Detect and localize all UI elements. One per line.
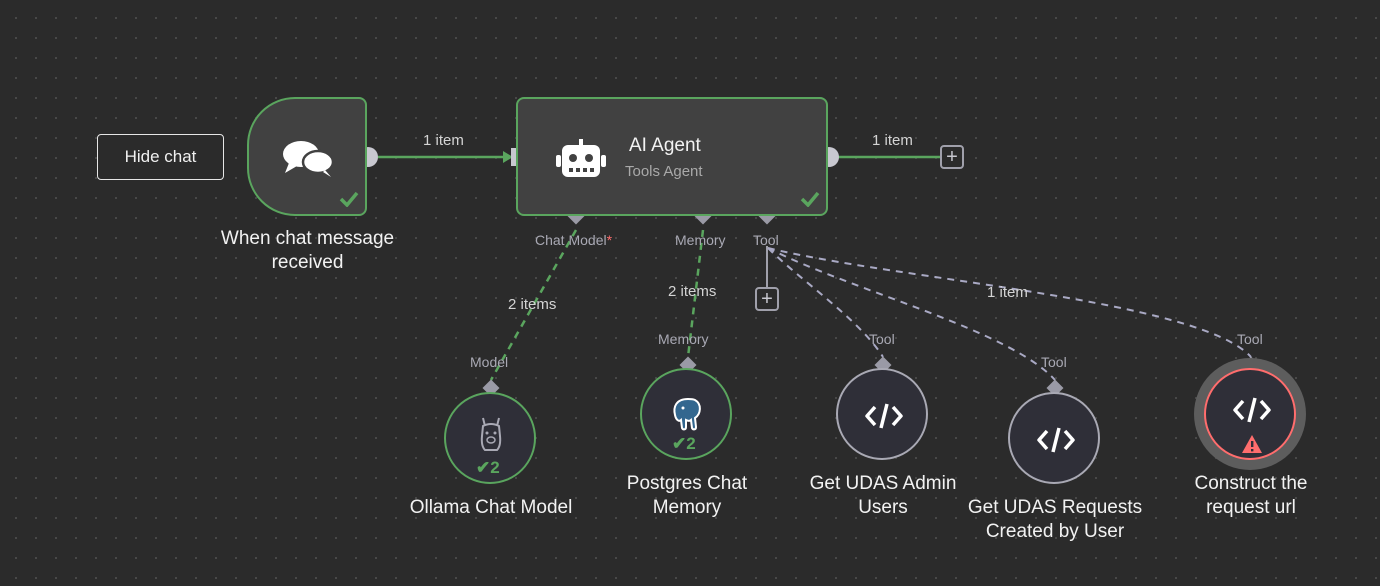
get-requests-node-label: Get UDAS Requests Created by User: [955, 496, 1155, 544]
edge-tool-construct[interactable]: [767, 247, 1252, 358]
postgres-elephant-icon: [673, 397, 701, 431]
edge-tool-requests[interactable]: [767, 247, 1056, 381]
add-next-node-button[interactable]: +: [940, 145, 964, 169]
construct-request-url-node[interactable]: [1204, 368, 1296, 460]
get-udas-requests-node[interactable]: [1008, 392, 1100, 484]
trigger-node[interactable]: [247, 97, 367, 216]
edge-arrowhead: [503, 151, 513, 163]
code-icon: [1233, 397, 1271, 423]
success-check-icon: [339, 191, 359, 207]
hide-chat-button[interactable]: Hide chat: [97, 134, 224, 180]
edge-label-tool: 1 item: [987, 284, 1028, 301]
construct-node-label: Construct the request url: [1161, 472, 1341, 520]
construct-port-label: Tool: [1237, 331, 1263, 347]
trigger-label-line2: received: [271, 252, 344, 273]
postgres-label-line1: Postgres Chat: [626, 473, 748, 494]
postgres-count-value: 2: [686, 434, 696, 453]
code-icon: [1037, 427, 1075, 453]
ollama-node-label: Ollama Chat Model: [409, 497, 573, 518]
code-icon: [865, 403, 903, 429]
required-asterisk: *: [606, 232, 613, 248]
edge-memory-link[interactable]: [686, 229, 705, 358]
trigger-label-line1: When chat message: [220, 228, 395, 249]
ollama-port-label: Model: [470, 354, 509, 370]
memory-port-label: Memory: [675, 232, 726, 248]
postgres-run-count: ✔2: [672, 434, 696, 454]
tool-port-label: Tool: [753, 232, 779, 248]
llama-icon: [480, 417, 502, 451]
ai-agent-node[interactable]: AI Agent Tools Agent: [516, 97, 828, 216]
get-requests-label-line1: Get UDAS Requests: [967, 497, 1143, 518]
ollama-chat-model-node[interactable]: ✔2: [444, 392, 536, 484]
postgres-label-line2: Memory: [652, 497, 722, 518]
construct-label-line2: request url: [1206, 497, 1296, 518]
edge-label-model: 2 items: [508, 296, 557, 313]
robot-icon: [556, 139, 606, 177]
edge-tool-admin[interactable]: [767, 247, 884, 358]
chat-bubbles-icon: [283, 141, 335, 177]
warning-icon: [1242, 435, 1262, 453]
chat-model-label-text: Chat Model: [535, 232, 607, 248]
success-check-icon: ✔: [476, 458, 491, 477]
admin-port-label: Tool: [869, 331, 895, 347]
edge-label-trigger: 1 item: [423, 132, 464, 149]
add-tool-button[interactable]: +: [755, 287, 779, 311]
trigger-node-label: When chat message received: [200, 227, 415, 275]
get-admin-node-label: Get UDAS Admin Users: [793, 472, 973, 520]
postgres-chat-memory-node[interactable]: ✔2: [640, 368, 732, 460]
success-check-icon: ✔: [672, 434, 687, 453]
get-admin-label-line2: Users: [858, 497, 908, 518]
chat-model-port-label: Chat Model*: [535, 232, 612, 248]
ollama-run-count: ✔2: [476, 458, 500, 478]
postgres-node-label: Postgres Chat Memory: [597, 472, 777, 520]
ollama-count-value: 2: [490, 458, 500, 477]
postgres-port-label: Memory: [658, 331, 709, 347]
agent-subtitle: Tools Agent: [625, 163, 703, 180]
edge-model-link[interactable]: [489, 229, 578, 381]
edge-label-memory: 2 items: [668, 283, 717, 300]
get-requests-label-line2: Created by User: [985, 521, 1125, 542]
edge-label-agent-out: 1 item: [872, 132, 913, 149]
requests-port-label: Tool: [1041, 354, 1067, 370]
success-check-icon: [800, 191, 820, 207]
get-udas-admin-users-node[interactable]: [836, 368, 928, 460]
agent-title: AI Agent: [629, 135, 701, 156]
get-admin-label-line1: Get UDAS Admin: [809, 473, 957, 494]
construct-label-line1: Construct the: [1194, 473, 1308, 494]
